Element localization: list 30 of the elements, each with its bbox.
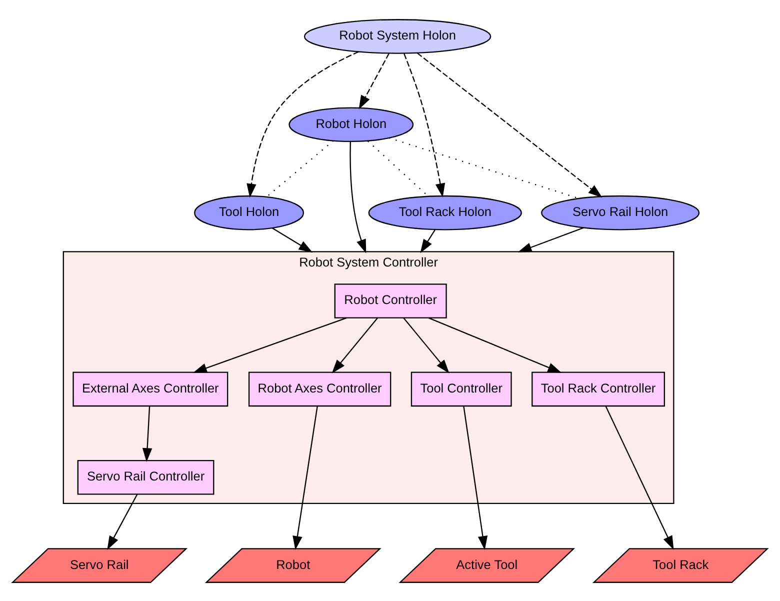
arrow: [292, 406, 318, 550]
arrow: [142, 406, 152, 462]
node-box: Robot Axes Controller: [248, 371, 392, 406]
arrow: [358, 52, 390, 109]
arrow: [272, 227, 313, 252]
node-box: Servo Rail Controller: [77, 459, 214, 494]
arrow: [428, 316, 562, 372]
node-ellipse: Tool Rack Holon: [368, 194, 522, 230]
node-box: External Axes Controller: [72, 371, 228, 406]
connector: [266, 140, 334, 197]
arrow: [246, 50, 359, 198]
arrow: [605, 405, 674, 550]
node-box: Tool Controller: [410, 371, 512, 406]
arrow: [420, 228, 436, 253]
node-ellipse: Tool Holon: [194, 194, 304, 230]
node-ellipse: Robot Holon: [288, 106, 414, 142]
connector: [368, 140, 429, 196]
arrow: [404, 52, 446, 197]
node-box: Tool Rack Controller: [532, 371, 665, 406]
arrow: [192, 316, 347, 372]
arrow: [403, 317, 450, 373]
arrow: [463, 406, 488, 550]
arrow: [518, 226, 584, 252]
node-ellipse: Robot System Holon: [304, 18, 492, 54]
node-ellipse: Servo Rail Holon: [541, 194, 700, 230]
arrow: [350, 141, 366, 253]
arrow: [332, 317, 378, 373]
arrow: [107, 493, 138, 550]
node-box: Robot Controller: [334, 283, 447, 318]
arrow: [416, 52, 602, 198]
